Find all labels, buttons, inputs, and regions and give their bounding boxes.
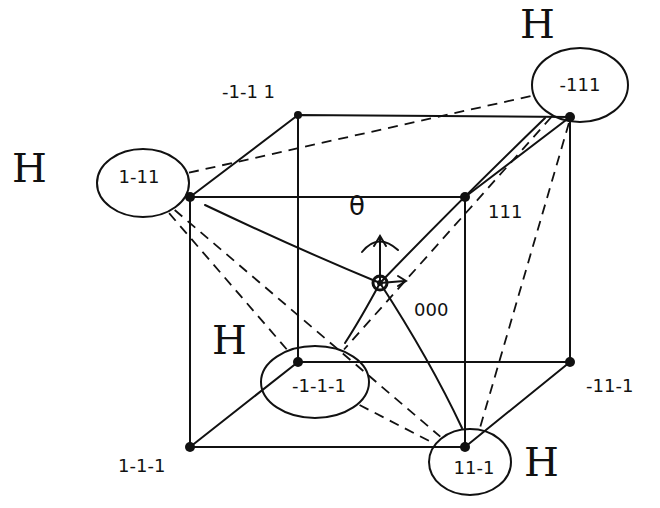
corner-coordinate: 1-1-1 xyxy=(118,456,165,476)
tetrahedron-edge xyxy=(189,96,532,173)
hydrogen-label: H xyxy=(524,440,559,484)
corner-coordinate: -11-1 xyxy=(586,376,633,396)
circled-corner: 1-11 xyxy=(95,147,191,219)
tetrahedron-edge xyxy=(480,123,569,428)
circled-corner: 11-1 xyxy=(427,427,513,497)
corner-coordinate: 11-1 xyxy=(454,458,495,478)
angle-symbol: θ xyxy=(349,192,365,221)
tetrahedron-edge xyxy=(175,210,441,437)
hydrogen-label: H xyxy=(212,318,247,362)
corner-coordinate: -1-1-1 xyxy=(292,376,346,396)
hydrogen-label: H xyxy=(12,146,47,190)
corner-coordinate: -1-1 1 xyxy=(222,82,275,102)
origin-coordinate: 000 xyxy=(414,300,448,320)
circled-corner: -1-1-1 xyxy=(259,344,371,420)
corner-coordinate: 1-11 xyxy=(119,167,160,187)
corner-coordinate: 111 xyxy=(488,202,522,222)
hydrogen-label: H xyxy=(520,2,555,46)
tetrahedron-edge xyxy=(344,117,551,349)
tetrahedron-edge xyxy=(360,405,434,443)
circled-corner: -111 xyxy=(530,46,630,124)
corner-coordinate: -111 xyxy=(560,75,601,95)
